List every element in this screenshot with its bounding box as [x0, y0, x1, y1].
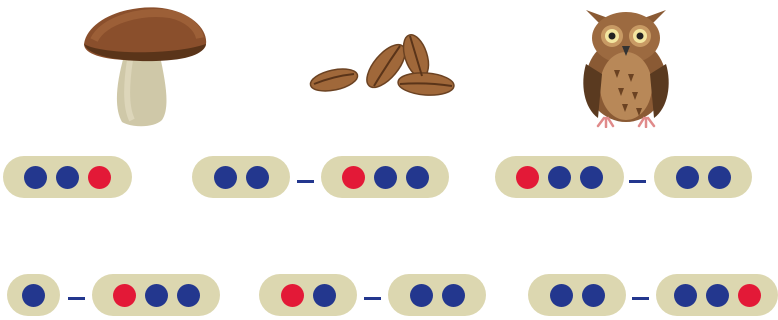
red-dot: [516, 165, 539, 189]
syllable-pill: [528, 274, 626, 316]
blue-dot: [581, 283, 605, 307]
syllable-pill: [321, 156, 449, 198]
blue-dot: [580, 165, 603, 189]
syllable-pill: [192, 156, 290, 198]
syllable-pill: [654, 156, 752, 198]
syllable-pill: [7, 274, 60, 316]
syllable-pill: [656, 274, 778, 316]
red-dot: [112, 283, 136, 307]
dash-separator: [297, 180, 314, 183]
syllable-pill: [92, 274, 220, 316]
blue-dot: [144, 283, 168, 307]
blue-dot: [441, 283, 465, 307]
blue-dot: [409, 283, 433, 307]
blue-dot: [548, 165, 571, 189]
blue-dot: [373, 165, 397, 189]
blue-dot: [673, 283, 697, 307]
blue-dot: [675, 165, 699, 189]
syllable-pill: [495, 156, 624, 198]
blue-dot: [245, 165, 269, 189]
blue-dot: [707, 165, 731, 189]
red-dot: [88, 165, 111, 189]
mushroom-icon: [84, 7, 207, 127]
owl-icon: [583, 10, 669, 128]
red-dot: [341, 165, 365, 189]
dash-separator: [68, 297, 85, 300]
syllable-pill: [3, 156, 132, 198]
red-dot: [737, 283, 761, 307]
blue-dot: [705, 283, 729, 307]
syllable-pill: [259, 274, 357, 316]
blue-dot: [213, 165, 237, 189]
seeds-icon: [309, 34, 455, 96]
blue-dot: [22, 283, 45, 307]
red-dot: [280, 283, 304, 307]
blue-dot: [24, 165, 47, 189]
blue-dot: [549, 283, 573, 307]
syllable-pill: [388, 274, 486, 316]
blue-dot: [56, 165, 79, 189]
blue-dot: [312, 283, 336, 307]
blue-dot: [405, 165, 429, 189]
dash-separator: [364, 297, 381, 300]
dash-separator: [629, 180, 646, 183]
dash-separator: [632, 297, 649, 300]
blue-dot: [176, 283, 200, 307]
